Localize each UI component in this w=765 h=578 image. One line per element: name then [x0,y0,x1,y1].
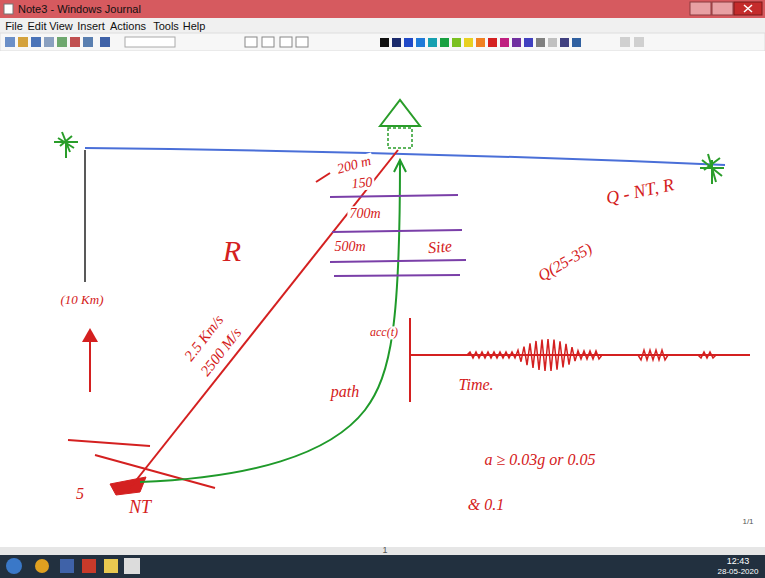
taskbar-icon [60,559,74,573]
minimize-button [690,2,711,15]
layer-thickness: 700m [347,206,382,221]
ground-surface [85,148,725,165]
taskbar-icon [35,559,49,573]
threshold-note: & 0.1 [468,496,504,514]
title-bar [0,0,765,18]
color-swatch [452,38,461,47]
tool-icon [5,37,15,47]
tool-icon [57,37,67,47]
house-roof [380,100,420,126]
menu-bar [0,18,765,33]
taskbar-icon [82,559,96,573]
close-cross [744,5,752,12]
magnitude-note: 5 [76,485,84,503]
taskbar-icon [104,559,118,573]
accelerogram-trace [410,339,749,371]
tree-strokes [700,154,724,184]
app-icon [4,4,13,14]
color-swatch [536,38,545,47]
depth-line [84,150,86,282]
menu-item: File [5,20,23,32]
threshold-note: a ≥ 0.03g or 0.05 [484,451,595,469]
window-title: Note3 - Windows Journal [18,3,141,15]
writing-area [0,51,765,547]
axis-label: Time. [458,376,493,394]
highlighter-tool [280,37,292,47]
clock-date: 28-05-2020 [718,568,759,577]
maximize-button [712,2,733,15]
wave-path-arrow [394,160,406,172]
tool-icon [634,37,644,47]
acceleration-axis [409,318,411,402]
tool-bar [0,33,765,51]
tool-icon [70,37,80,47]
color-swatch [476,38,485,47]
tool-icon [31,37,41,47]
eraser-tool [296,37,308,47]
source-label: NT [129,498,151,518]
color-swatch [416,38,425,47]
page-number: 1 [382,546,387,556]
taskbar-icon [124,558,140,574]
wave-path [140,162,400,482]
axis-label: acc(t) [368,326,400,339]
color-swatch [404,38,413,47]
start-button [6,558,22,574]
color-swatch [488,38,497,47]
distance-label: R [223,234,241,267]
color-swatch [524,38,533,47]
tree-strokes [54,132,78,158]
color-swatch [560,38,569,47]
tool-icon [83,37,93,47]
taskbar [0,555,765,578]
direct-ray [130,150,398,488]
site-label: Site [425,237,454,257]
color-swatch [512,38,521,47]
soil-layers [330,195,466,276]
close-button [734,2,762,15]
color-swatch [464,38,473,47]
menu-item: Edit [28,20,47,32]
color-swatch [380,38,389,47]
menu-item: Help [183,20,206,32]
tool-icon [620,37,630,47]
color-swatch [500,38,509,47]
soil-layer-line [330,195,458,197]
source-focus [110,477,146,495]
page-count: 1/1 [742,518,753,527]
tree-symbol [54,132,78,158]
soil-layer-line [330,260,466,262]
menu-item: Insert [77,20,105,32]
layer-thickness: 500m [332,239,367,254]
pen-stroke [316,173,330,182]
color-swatch [392,38,401,47]
soil-layer-line [334,275,460,276]
status-strip [0,547,765,555]
house-body [388,128,412,148]
menu-item: Tools [153,20,179,32]
menu-item: Actions [110,20,146,32]
color-swatch [428,38,437,47]
menu-item: View [49,20,73,32]
color-swatch [548,38,557,47]
pen-tool [262,37,274,47]
color-swatch [440,38,449,47]
tool-icon [44,37,54,47]
soil-layer-line [332,230,462,232]
depth-arrow [89,330,91,392]
fault-line [68,440,150,446]
clock-time: 12:43 [727,557,750,567]
toolbar-icons [5,37,644,47]
tree-symbol [700,154,724,184]
layer-thickness: 150 [349,174,375,192]
tool-icon [100,37,110,47]
pen-tool [245,37,257,47]
color-swatch [572,38,581,47]
tool-icon [18,37,28,47]
zoom-box [125,37,175,47]
focal-depth: (10 Km) [61,293,104,307]
path-note: path [331,383,359,401]
